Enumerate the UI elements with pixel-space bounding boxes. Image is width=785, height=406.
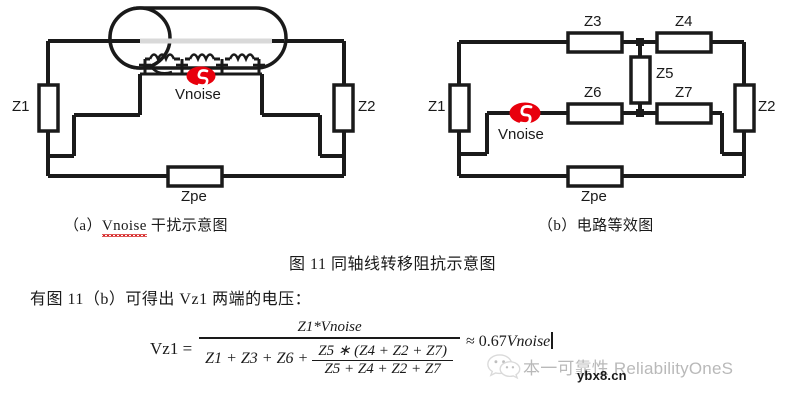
watermark-url: ybx8.cn xyxy=(577,368,627,383)
caption-a-suffix: 干扰示意图 xyxy=(146,218,228,234)
result-value: 0.67 xyxy=(478,333,507,350)
label-vnoise-figure-a: Vnoise xyxy=(175,86,221,103)
figure-row: Z1 Z2 Zpe Vnoise xyxy=(0,0,785,210)
label-z7-figure-b: Z7 xyxy=(675,84,693,101)
figure-title: 图 11 同轴线转移阻抗示意图 xyxy=(289,256,496,273)
vnoise-source-symbol-a xyxy=(186,66,216,87)
caption-a-term: Vnoise xyxy=(101,218,147,237)
label-z1-figure-a: Z1 xyxy=(12,98,30,115)
label-z4-figure-b: Z4 xyxy=(675,13,693,30)
approx-symbol: ≈ xyxy=(465,333,475,350)
label-z6-figure-b: Z6 xyxy=(584,84,602,101)
body-paragraph: 有图 11（b）可得出 Vz1 两端的电压： xyxy=(30,291,312,308)
label-vnoise-figure-b: Vnoise xyxy=(498,126,544,143)
vnoise-source-symbol-b xyxy=(509,102,541,125)
equation-inner-fraction-bar xyxy=(312,359,453,361)
equation-vz1: Vz1 = Z1*Vnoise Z1 + Z3 + Z6 + Z5 ∗ (Z4 … xyxy=(150,318,553,380)
equation-main-fraction-bar xyxy=(199,337,460,339)
equation-denominator: Z1 + Z3 + Z6 + Z5 ∗ (Z4 + Z2 + Z7) Z5 + … xyxy=(199,339,460,381)
caption-figure-a: （a）Vnoise 干扰示意图 xyxy=(64,214,228,237)
label-zpe-figure-a: Zpe xyxy=(181,188,207,205)
equation-main-fraction: Z1*Vnoise Z1 + Z3 + Z6 + Z5 ∗ (Z4 + Z2 +… xyxy=(199,318,460,380)
equation-inner-numerator: Z5 ∗ (Z4 + Z2 + Z7) xyxy=(318,342,447,359)
caption-a-prefix: （a） xyxy=(64,218,102,234)
equation-denominator-prefix: Z1 + Z3 + Z6 + xyxy=(205,350,309,368)
result-unit: Vnoise xyxy=(506,333,551,350)
equation-inner-denominator: Z5 + Z4 + Z2 + Z7 xyxy=(324,361,441,377)
equation-lhs: Vz1 = xyxy=(150,339,193,358)
equation-inner-fraction: Z5 ∗ (Z4 + Z2 + Z7) Z5 + Z4 + Z2 + Z7 xyxy=(312,340,453,380)
caption-figure-b: （b）电路等效图 xyxy=(538,218,654,234)
label-zpe-figure-b: Zpe xyxy=(581,188,607,205)
equation-result: ≈ 0.67Vnoise xyxy=(466,332,553,351)
label-z3-figure-b: Z3 xyxy=(584,13,602,30)
label-z1-figure-b: Z1 xyxy=(428,98,446,115)
equation-numerator: Z1*Vnoise xyxy=(297,319,362,335)
watermark-text: 本一可靠性 ReliabilityOneS xyxy=(523,358,734,378)
figure-a-circuit-diagram: Z1 Z2 Zpe Vnoise xyxy=(0,0,392,210)
figure-b-circuit-diagram: Z1 Z2 Z3 Z4 Z5 Z6 Z7 Zpe Vnoise xyxy=(400,0,785,210)
label-z5-figure-b: Z5 xyxy=(656,65,674,82)
text-cursor xyxy=(551,332,553,349)
label-z2-figure-a: Z2 xyxy=(358,98,376,115)
label-z2-figure-b: Z2 xyxy=(758,98,776,115)
